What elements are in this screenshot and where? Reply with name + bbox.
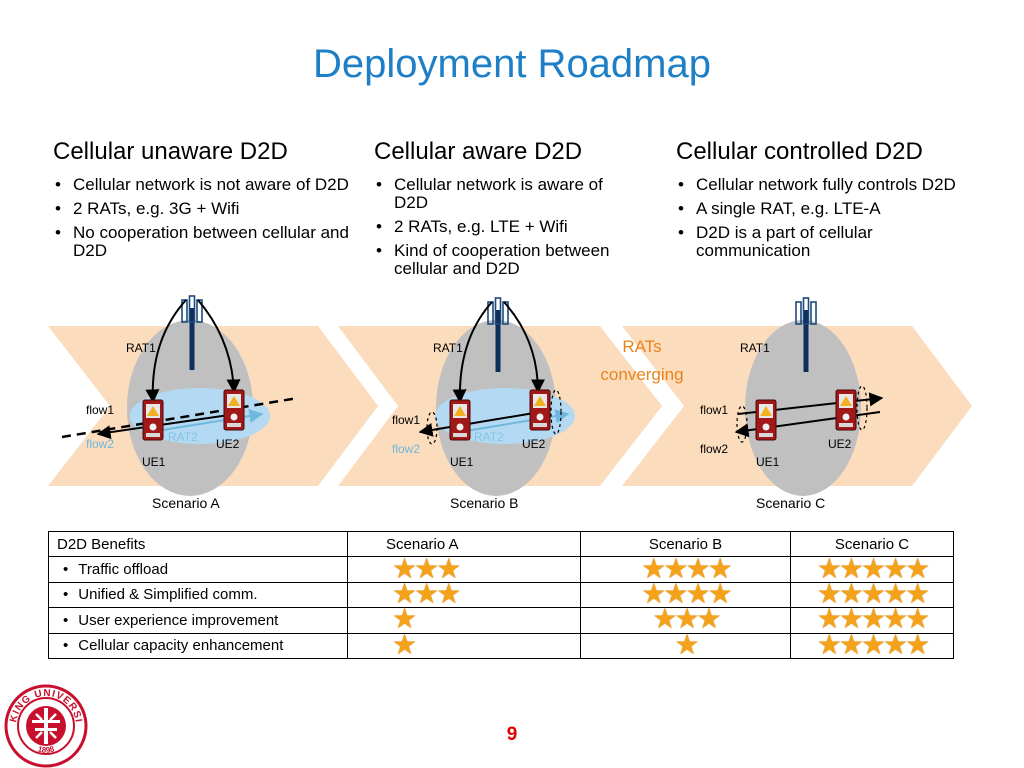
ue1-phone-icon bbox=[755, 399, 777, 441]
table-row: Traffic offload ★★★ ★★★★ ★★★★★ bbox=[48, 554, 954, 583]
flow2-label: flow2 bbox=[392, 442, 420, 456]
star-rating: ★★★★★ bbox=[816, 577, 931, 609]
column-heading: Cellular aware D2D bbox=[374, 138, 583, 165]
flow1-label: flow1 bbox=[700, 403, 728, 417]
table-row: Cellular capacity enhancement ★ ★ ★★★★★ bbox=[48, 630, 954, 660]
bullet-item: Cellular network is not aware of D2D bbox=[53, 176, 363, 195]
benefit-label: Cellular capacity enhancement bbox=[48, 632, 348, 660]
rats-converging-line2: converging bbox=[600, 365, 683, 384]
column-controlled: Cellular controlled D2D Cellular network… bbox=[676, 138, 976, 266]
rats-converging-line1: RATs bbox=[622, 337, 661, 356]
star-rating: ★ bbox=[392, 603, 417, 635]
ue1-label: UE1 bbox=[142, 455, 166, 469]
rat2-label: RAT2 bbox=[168, 430, 198, 444]
benefit-label: User experience improvement bbox=[48, 607, 348, 634]
table-row: Unified & Simplified comm. ★★★ ★★★★ ★★★★… bbox=[48, 579, 954, 609]
ue1-label: UE1 bbox=[450, 455, 474, 469]
table-row: User experience improvement ★ ★★★ ★★★★★ bbox=[48, 605, 954, 634]
ue2-phone-icon bbox=[835, 389, 857, 431]
cell-coverage bbox=[745, 320, 861, 496]
star-rating: ★★★★★ bbox=[816, 603, 931, 635]
star-rating: ★ bbox=[674, 628, 699, 660]
header-cell: Scenario A bbox=[347, 530, 581, 558]
page-number: 9 bbox=[506, 724, 518, 745]
column-aware: Cellular aware D2D Cellular network is a… bbox=[374, 138, 629, 284]
scenario-a-group: RAT1 RAT2 flow1 flow2 UE1 UE2 Scenario A bbox=[61, 296, 299, 511]
star-rating: ★ bbox=[392, 628, 417, 660]
scenario-c-group: RAT1 flow1 flow2 UE1 UE2 Scenario C bbox=[700, 298, 884, 511]
column-heading: Cellular controlled D2D bbox=[676, 138, 923, 165]
benefit-label: Traffic offload bbox=[48, 556, 348, 583]
header-cell: D2D Benefits bbox=[48, 530, 348, 558]
bullet-item: Cellular network fully controls D2D bbox=[676, 176, 976, 195]
column-heading: Cellular unaware D2D bbox=[53, 138, 288, 165]
ue1-phone-icon bbox=[449, 399, 471, 441]
slide-title: Deployment Roadmap bbox=[313, 42, 711, 86]
star-rating: ★★★ bbox=[652, 603, 721, 635]
rat1-label: RAT1 bbox=[740, 341, 770, 355]
ue1-phone-icon bbox=[142, 399, 164, 441]
scenario-a-label: Scenario A bbox=[152, 495, 220, 511]
star-rating: ★★★ bbox=[392, 577, 461, 609]
ue2-label: UE2 bbox=[828, 437, 852, 451]
scenario-diagram: RAT1 RAT2 flow1 flow2 UE1 UE2 Scenario A… bbox=[48, 290, 972, 511]
bullet-item: 2 RATs, e.g. 3G + Wifi bbox=[53, 200, 363, 219]
svg-text:1898: 1898 bbox=[37, 744, 56, 755]
bullet-item: Kind of cooperation between cellular and… bbox=[374, 242, 629, 278]
bullet-item: A single RAT, e.g. LTE-A bbox=[676, 200, 976, 219]
benefit-label: Unified & Simplified comm. bbox=[48, 581, 348, 609]
bullet-item: D2D is a part of cellular communication bbox=[676, 224, 976, 260]
flow2-label: flow2 bbox=[700, 442, 728, 456]
flow1-label: flow1 bbox=[392, 413, 420, 427]
header-cell: Scenario B bbox=[580, 530, 791, 558]
benefits-table: D2D Benefits Scenario A Scenario B Scena… bbox=[48, 530, 954, 660]
bullet-item: 2 RATs, e.g. LTE + Wifi bbox=[374, 218, 629, 237]
rat2-label: RAT2 bbox=[474, 430, 504, 444]
peking-university-logo: PEKING UNIVERSITY 1898 bbox=[4, 684, 88, 768]
star-rating: ★★★★★ bbox=[816, 552, 931, 584]
ue1-label: UE1 bbox=[756, 455, 780, 469]
table-header-row: D2D Benefits Scenario A Scenario B Scena… bbox=[48, 530, 954, 558]
star-rating: ★★★★ bbox=[641, 577, 732, 609]
column-unaware: Cellular unaware D2D Cellular network is… bbox=[53, 138, 363, 266]
scenario-b-label: Scenario B bbox=[450, 495, 518, 511]
flow2-label: flow2 bbox=[86, 437, 114, 451]
star-rating: ★★★★★ bbox=[816, 628, 931, 660]
scenario-c-label: Scenario C bbox=[756, 495, 825, 511]
chevron-band bbox=[48, 326, 972, 486]
ue2-label: UE2 bbox=[522, 437, 546, 451]
ue2-phone-icon bbox=[529, 389, 551, 431]
scenario-b-group: RAT1 RAT2 flow1 flow2 UE1 UE2 Scenario B bbox=[392, 298, 575, 511]
rat1-label: RAT1 bbox=[126, 341, 156, 355]
rat1-label: RAT1 bbox=[433, 341, 463, 355]
star-rating: ★★★ bbox=[392, 552, 461, 584]
ue2-phone-icon bbox=[223, 389, 245, 431]
bullet-item: No cooperation between cellular and D2D bbox=[53, 224, 363, 260]
star-rating: ★★★★ bbox=[641, 552, 732, 584]
flow1-label: flow1 bbox=[86, 403, 114, 417]
ue2-label: UE2 bbox=[216, 437, 240, 451]
bullet-item: Cellular network is aware of D2D bbox=[374, 176, 629, 212]
